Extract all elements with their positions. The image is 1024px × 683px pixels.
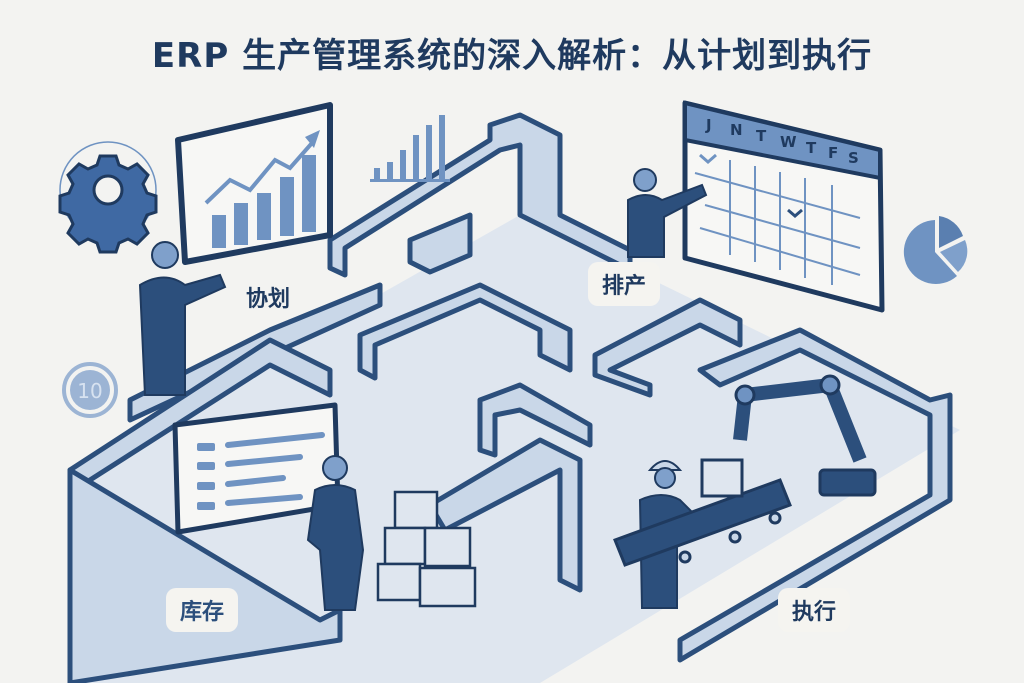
station-label-execute: 执行: [778, 588, 851, 632]
bar-chart-icon: [370, 115, 450, 182]
box-stack-icon: [376, 490, 477, 608]
page-title: ERP 生产管理系统的深入解析：从计划到执行: [151, 36, 873, 76]
calendar-board-icon: [682, 100, 885, 313]
gear-icon: [58, 141, 158, 254]
robot-arm-conveyor-icon: [613, 374, 877, 567]
svg-text:10: 10: [77, 379, 102, 403]
station-label-inventory: 库存: [166, 588, 239, 632]
station-label-plan: 协划: [246, 287, 291, 312]
line-bar-chart-board-icon: [175, 102, 333, 265]
planner-person: [138, 241, 227, 396]
station-label-schedule: 排产: [588, 262, 661, 306]
pie-chart-icon: [903, 216, 968, 284]
scheduler-person: [627, 168, 708, 258]
counter-badge-icon: 10: [62, 362, 118, 418]
inventory-person: [306, 455, 365, 611]
